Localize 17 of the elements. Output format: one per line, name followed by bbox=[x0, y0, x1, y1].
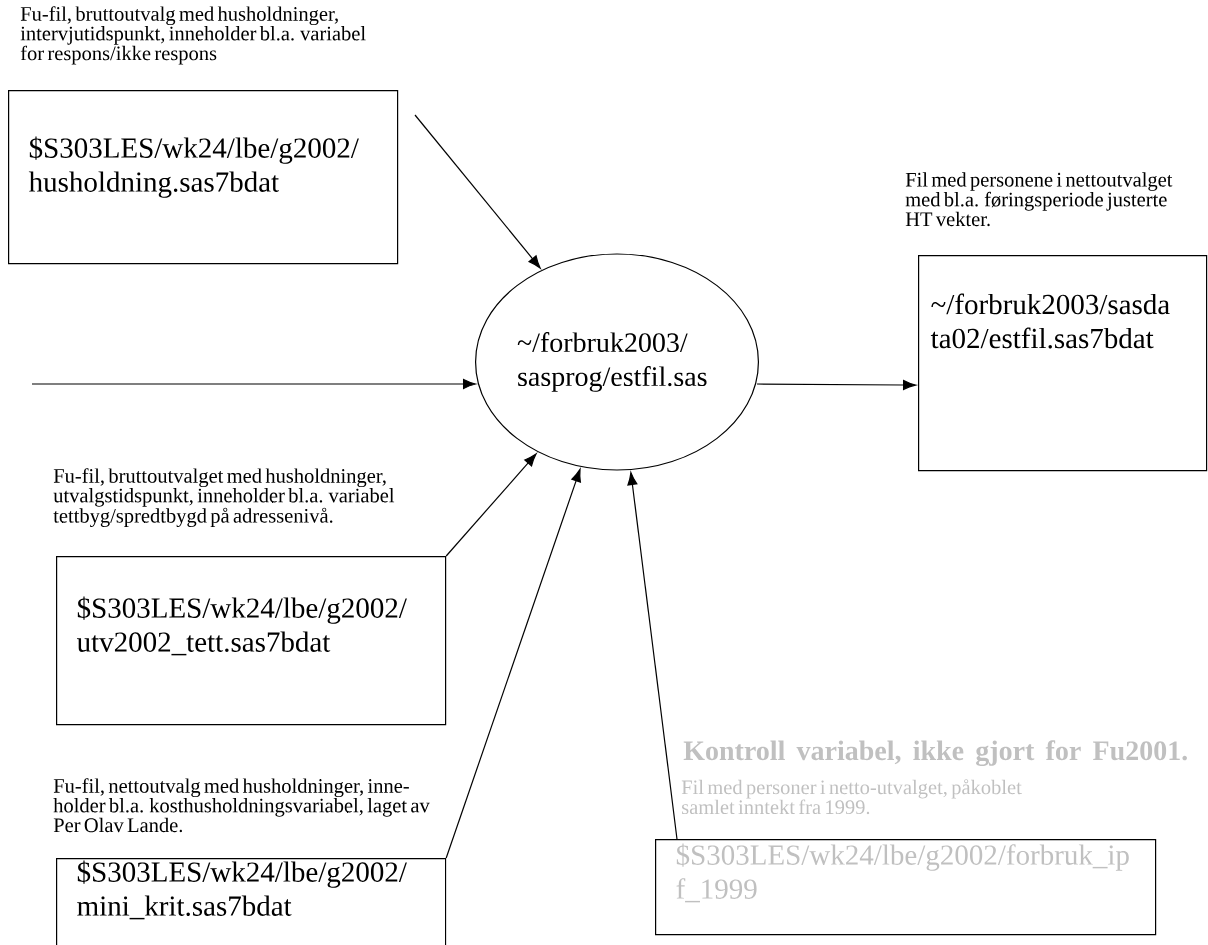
file-box: $S303LES/wk24/lbe/g2002/forbruk_ip f_1999 bbox=[655, 839, 1157, 936]
description-text: Fil med personene i nettoutvalget med bl.a. føringsperiode justerte HT vekter. bbox=[905, 172, 1173, 227]
file-box: $S303LES/wk24/lbe/g2002/ husholdning.sas7bdat bbox=[8, 90, 399, 265]
arrow bbox=[445, 468, 581, 859]
file-box: ~/forbruk2003/sasda ta02/estfil.sas7bdat bbox=[918, 255, 1208, 472]
description-text: Fu-fil, bruttoutvalg med husholdninger, intervjutidspunkt, inneholder bl.a. variabel for respons/ikke respons bbox=[20, 6, 366, 65]
description-text: Fil med personer i netto-utvalget, påkoblet samlet inntekt fra 1999. bbox=[681, 779, 1022, 815]
file-box: $S303LES/wk24/lbe/g2002/ utv2002_tett.sas7bdat bbox=[56, 556, 447, 726]
arrow bbox=[414, 114, 541, 269]
arrow bbox=[627, 472, 678, 840]
description-text: Fu-fil, bruttoutvalget med husholdninger, utvalgstidspunkt, inneholder bl.a. variabel tettbyg/spredtbygd på adressenivå. bbox=[53, 468, 395, 527]
arrow bbox=[445, 453, 537, 557]
arrow bbox=[31, 378, 477, 390]
arrow bbox=[756, 379, 917, 391]
file-box: $S303LES/wk24/lbe/g2002/ mini_krit.sas7bdat bbox=[56, 858, 447, 945]
description-text: Fu-fil, nettoutvalg med husholdninger, inne-holder bl.a. kosthusholdningsvariabel, laget av Per Olav Lande. bbox=[53, 778, 430, 833]
note-heading: Kontroll variabel, ikke gjort for Fu2001. bbox=[683, 740, 1187, 767]
